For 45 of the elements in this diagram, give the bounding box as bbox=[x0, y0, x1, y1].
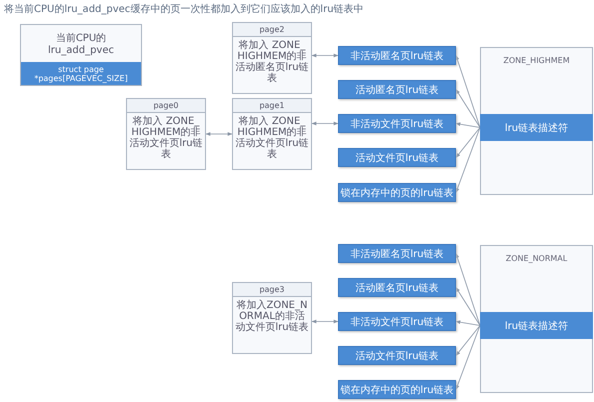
list-box: 活动文件页lru链表 bbox=[338, 346, 456, 365]
card-body-text: 将加入 ZONE_HIGHMEM的非活动匿名页lru链表 bbox=[234, 38, 310, 86]
list-box: 非活动匿名页lru链表 bbox=[338, 46, 456, 65]
list-box: 非活动文件页lru链表 bbox=[338, 312, 456, 331]
arrow bbox=[456, 325, 480, 390]
arrow bbox=[456, 122, 480, 128]
arrow bbox=[456, 127, 480, 193]
page-card bbox=[126, 98, 206, 170]
list-box: 非活动文件页lru链表 bbox=[338, 114, 456, 133]
diagram-title: 将当前CPU的lru_add_pvec缓存中的页一次性都加入到它们应该加入的lru链表中 bbox=[4, 2, 364, 16]
card-heading: page1 bbox=[233, 99, 311, 113]
arrow bbox=[456, 55, 480, 128]
card-body-text: struct page *pages[PAGEVEC_SIZE] bbox=[21, 62, 141, 85]
list-box: 锁在内存中的页的lru链表 bbox=[338, 380, 456, 399]
list-card bbox=[20, 24, 142, 86]
arrow bbox=[312, 320, 338, 324]
arrow bbox=[456, 287, 480, 326]
card-body-text: 将加入 ZONE_HIGHMEM的非活动文件页lru链表 bbox=[234, 114, 310, 162]
zone-heading: ZONE_NORMAL bbox=[504, 254, 568, 263]
card-heading: page0 bbox=[127, 99, 205, 113]
card-body-text: 将加入ZONE_NORMAL的非活动文件页lru链表 bbox=[234, 298, 310, 335]
page-card bbox=[232, 98, 312, 170]
arrow bbox=[206, 132, 232, 136]
arrow bbox=[312, 122, 338, 126]
list-box: 活动匿名页lru链表 bbox=[338, 278, 456, 297]
list-box: 活动匿名页lru链表 bbox=[338, 80, 456, 99]
card-heading: page2 bbox=[233, 23, 311, 37]
zone-heading: ZONE_HIGHMEM bbox=[502, 56, 571, 65]
descriptor-bar: lru链表描述符 bbox=[480, 114, 593, 141]
arrow bbox=[456, 320, 480, 326]
zone-panel bbox=[480, 245, 593, 393]
arrow bbox=[456, 253, 480, 326]
card-heading: page3 bbox=[233, 283, 311, 297]
list-box: 非活动匿名页lru链表 bbox=[338, 244, 456, 263]
arrow bbox=[456, 127, 480, 158]
list-box: 锁在内存中的页的lru链表 bbox=[338, 183, 456, 202]
descriptor-bar: lru链表描述符 bbox=[480, 312, 593, 339]
card-body-text: 将加入 ZONE_HIGHMEM的非活动文件页lru链表 bbox=[128, 114, 204, 162]
arrow bbox=[312, 54, 338, 58]
arrow bbox=[456, 89, 480, 128]
zone-panel bbox=[480, 47, 593, 195]
arrow bbox=[456, 325, 480, 356]
list-box: 活动文件页lru链表 bbox=[338, 148, 456, 167]
page-card bbox=[232, 22, 312, 94]
page-card bbox=[232, 282, 312, 354]
